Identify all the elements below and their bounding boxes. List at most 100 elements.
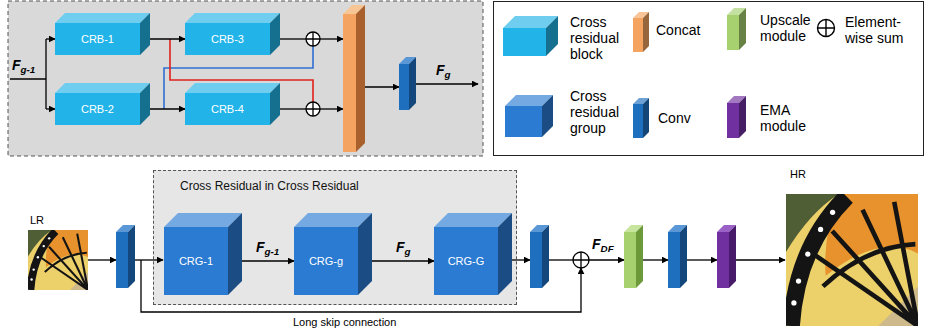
box-side <box>739 96 746 138</box>
image-label: HR <box>790 168 806 181</box>
box-side <box>270 83 280 125</box>
wire <box>88 259 116 260</box>
box-label: CRB-3 <box>211 33 244 46</box>
cross-residual-block: CRB-1 <box>55 13 150 55</box>
wire <box>135 259 163 260</box>
conv-slab <box>542 225 549 288</box>
wire <box>549 259 573 260</box>
box-label: CRB-2 <box>81 103 114 116</box>
box-side <box>498 213 512 295</box>
box-front <box>503 28 546 56</box>
wire <box>280 108 306 109</box>
block-panel <box>8 1 483 156</box>
conv-slab <box>128 225 135 288</box>
box-side <box>643 98 649 138</box>
box-top <box>185 83 280 93</box>
box-front <box>633 104 643 138</box>
cross-residual-group: CRG-g <box>294 213 372 295</box>
wire <box>512 259 530 260</box>
box-front <box>294 227 358 295</box>
legend-swatch <box>505 95 553 137</box>
box-front <box>633 18 643 52</box>
wire <box>736 259 785 260</box>
box-side <box>542 95 553 137</box>
box-side <box>739 8 746 50</box>
wire <box>365 86 399 87</box>
wire <box>643 259 668 260</box>
front-face: CRB-3 <box>185 23 270 55</box>
subscript: DF <box>601 243 614 254</box>
cross-residual-block: CRB-4 <box>185 83 280 125</box>
box-front <box>185 93 270 125</box>
box-side <box>358 213 372 295</box>
box-side <box>270 13 280 55</box>
box-top <box>55 83 150 93</box>
sum-symbol <box>306 102 320 116</box>
sum-symbol <box>818 20 835 37</box>
legend-text: Cross residual group <box>570 88 632 136</box>
cross-residual-block: CRB-2 <box>55 83 150 125</box>
front-face: CRG-g <box>294 227 358 295</box>
legend-text: Conv <box>658 110 708 126</box>
legend-swatch <box>816 18 836 38</box>
legend-text: Cross residual block <box>570 14 632 62</box>
legend-text: Upscale module <box>760 12 816 44</box>
feature-label: FDF <box>592 236 614 253</box>
wire <box>320 38 343 39</box>
sum-symbol <box>306 32 320 46</box>
hr-image <box>786 194 918 326</box>
conv-slab <box>409 57 416 110</box>
sum-symbol <box>306 32 320 46</box>
front-face: CRB-2 <box>55 93 140 125</box>
legend-swatch <box>727 96 746 138</box>
image-label: LR <box>30 214 44 227</box>
feature-label: Fg-1 <box>12 57 35 74</box>
concat-slab <box>356 5 365 152</box>
legend-text: Concat <box>656 22 716 38</box>
group-region: Cross Residual in Cross ResidualCRG-1CRG… <box>153 170 517 305</box>
ema-slab <box>729 225 736 288</box>
front-face: CRB-1 <box>55 23 140 55</box>
box-shape <box>294 213 372 295</box>
box-front <box>164 227 228 295</box>
wire <box>46 38 55 39</box>
edge-label: Fg <box>396 239 411 256</box>
front-face: CRG-G <box>434 227 498 295</box>
box-label: CRB-1 <box>81 33 114 46</box>
box-top <box>185 13 280 23</box>
group-panel-fill <box>153 170 517 305</box>
box-side <box>140 13 150 55</box>
box-front <box>727 103 739 138</box>
feature-label: Fg <box>436 62 451 79</box>
connector <box>150 38 185 39</box>
conv-slab <box>668 232 680 288</box>
connector <box>150 108 185 109</box>
legend-swatch <box>633 12 649 52</box>
box-front <box>55 23 140 55</box>
box-front <box>505 106 542 137</box>
legend-swatch <box>727 8 746 50</box>
box-side <box>643 12 649 52</box>
cross-residual-group: CRG-1 <box>164 213 242 295</box>
box-front <box>185 23 270 55</box>
box-side <box>546 16 558 56</box>
cross-residual-group: CRG-G <box>434 213 512 295</box>
conv-slab <box>116 232 128 288</box>
lr-image <box>28 230 88 290</box>
wire <box>687 259 717 260</box>
sum-symbol <box>573 252 589 268</box>
sum-symbol <box>306 102 320 116</box>
front-face: CRB-4 <box>185 93 270 125</box>
wire <box>45 39 46 109</box>
box-front <box>55 93 140 125</box>
front-face: CRG-1 <box>164 227 228 295</box>
box-label: CRG-g <box>309 255 343 268</box>
conv-slab <box>530 232 542 288</box>
box-shape <box>434 213 512 295</box>
legend-text: Element-wise sum <box>845 14 917 46</box>
subscript: g-1 <box>21 64 36 75</box>
